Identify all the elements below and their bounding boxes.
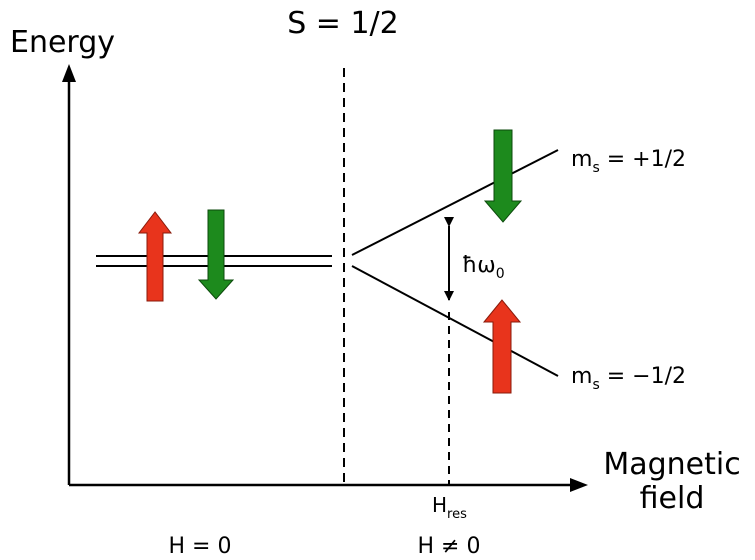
zero-field-label: H = 0 <box>169 534 232 559</box>
lower-level-line <box>351 265 559 377</box>
field-axis-arrowhead <box>570 478 588 492</box>
energy-gap-label: ħω0 <box>462 253 505 282</box>
spin-down-arrow-zero-field <box>197 209 235 300</box>
spin-down-arrow-upper-level <box>483 129 523 223</box>
upper-level-label: ms = +1/2 <box>571 147 686 176</box>
field-axis-label-line1: Magnetic <box>603 447 740 482</box>
field-axis-label-line2: field <box>640 481 705 516</box>
energy-axis-arrowhead <box>62 64 76 82</box>
upper-level-line <box>351 149 559 256</box>
lower-level-label: ms = −1/2 <box>571 364 686 393</box>
resonance-field-label: Hres <box>432 493 467 522</box>
diagram-title: S = 1/2 <box>287 6 399 41</box>
spin-up-arrow-lower-level <box>482 299 522 394</box>
nonzero-field-label: H ≠ 0 <box>418 534 481 559</box>
energy-axis-label: Energy <box>10 25 115 60</box>
spin-up-arrow-zero-field <box>137 211 173 302</box>
